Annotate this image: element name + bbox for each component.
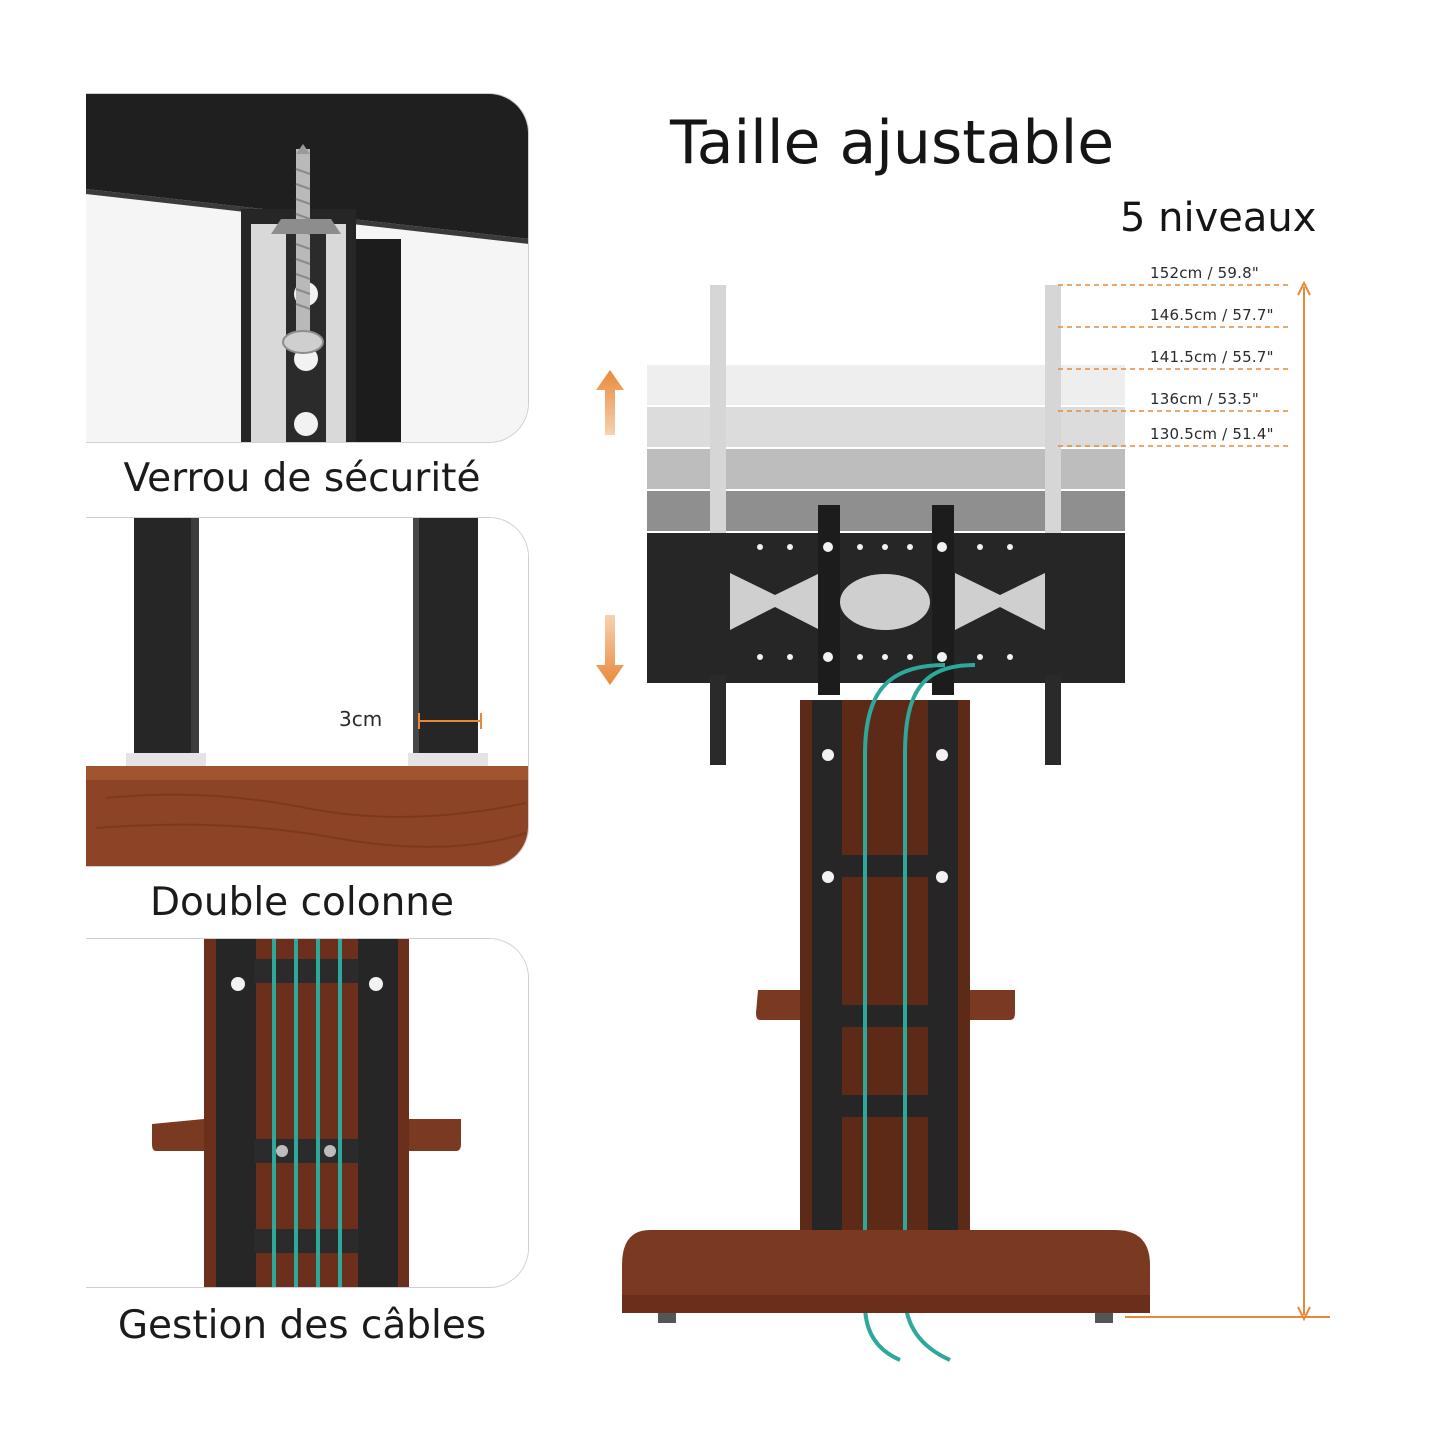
safety-lock-illustration [86,94,528,442]
stand-base [622,1230,1150,1323]
cables-caption: Gestion des câbles [117,1303,487,1348]
adjust-down-arrow-icon [596,615,624,685]
stand-column [800,700,970,1285]
column-detail-panel: 3cm [86,517,529,867]
bracket-ghosts [647,285,1125,535]
column-width-label: 3cm [339,707,383,731]
right-shelf [970,990,1015,1020]
lock-detail-panel [86,93,529,443]
height-dimension-line [1125,280,1330,1322]
height-label-2: 146.5cm / 57.7" [1150,306,1274,324]
lock-caption: Verrou de sécurité [123,456,481,501]
page-title: Taille ajustable [670,108,1115,178]
cable-management-illustration [86,939,528,1287]
height-label-1: 152cm / 59.8" [1150,264,1259,282]
double-column-illustration [86,518,528,866]
cables [863,663,976,1362]
height-label-5: 130.5cm / 51.4" [1150,425,1274,443]
height-guides [1058,284,1290,447]
left-shelf [756,990,800,1020]
vesa-bracket [647,505,1125,765]
adjust-up-arrow-icon [596,370,624,435]
height-label-3: 141.5cm / 55.7" [1150,348,1274,366]
height-label-4: 136cm / 53.5" [1150,390,1259,408]
levels-label: 5 niveaux [1120,195,1317,241]
column-caption: Double colonne [149,880,455,925]
tv-stand-illustration [596,280,1330,1362]
cables-detail-panel [86,938,529,1288]
